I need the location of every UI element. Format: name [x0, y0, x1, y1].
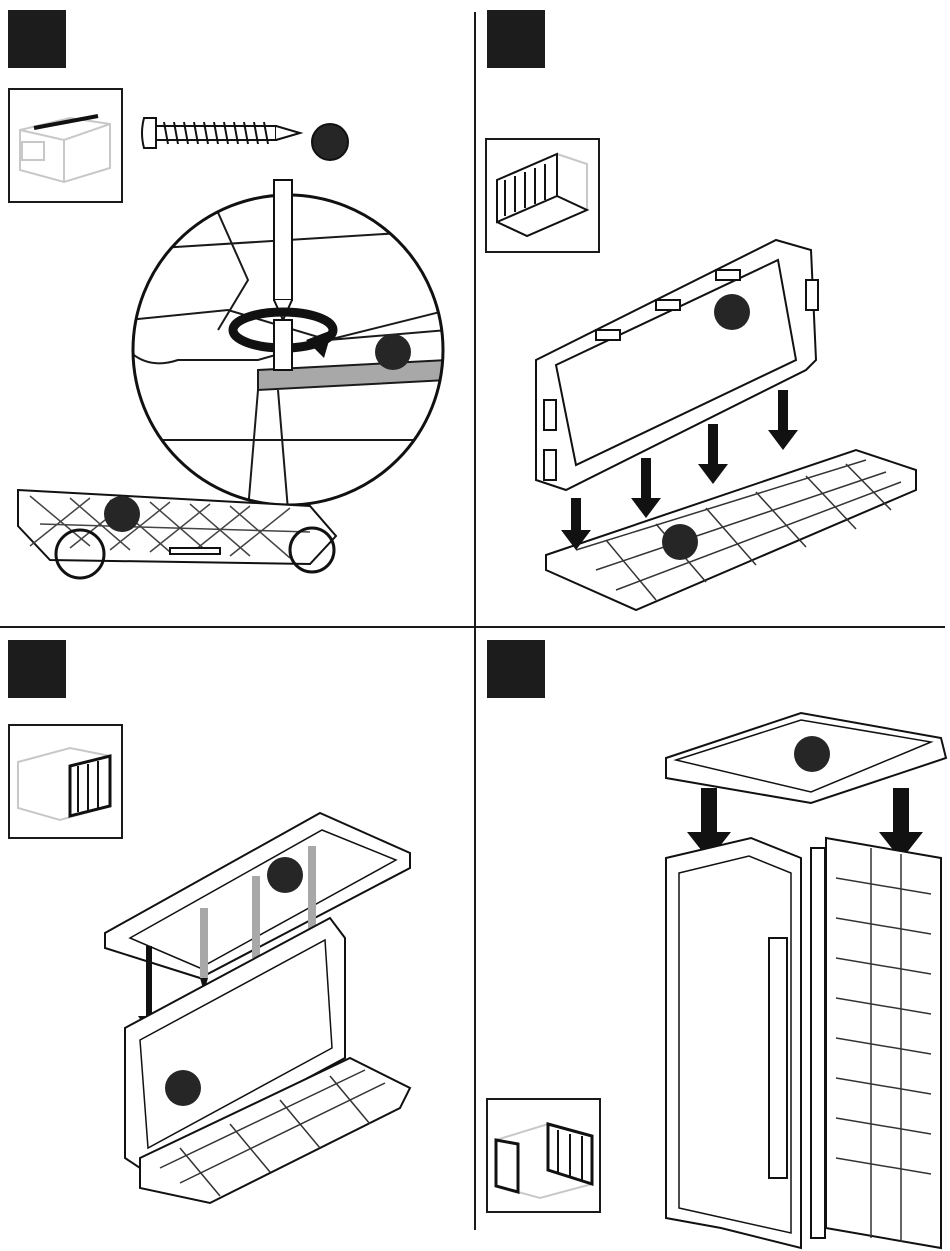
panel-into-base-drawing [516, 220, 936, 620]
detail-magnifier [128, 190, 448, 510]
step-number-box [487, 10, 545, 68]
screw-icon [140, 108, 300, 158]
back-panel-drawing [100, 808, 420, 1208]
part-marker [310, 122, 350, 162]
step-panel-d [476, 628, 950, 1251]
overview-thumbnail [486, 1098, 601, 1213]
step-panel-b [476, 0, 950, 626]
step-number-box [8, 10, 66, 68]
screwdriver-icon [274, 180, 292, 320]
overview-thumbnail [8, 88, 123, 203]
step-number-box [487, 640, 545, 698]
lid-placement-drawing [661, 708, 950, 1248]
lid-part-drawing [10, 476, 340, 576]
step-number-box [8, 640, 66, 698]
step-panel-a [0, 0, 474, 626]
box-thumbnail-drawing [10, 90, 125, 205]
step-panel-c [0, 628, 474, 1251]
thumbnail-drawing [488, 1100, 603, 1215]
